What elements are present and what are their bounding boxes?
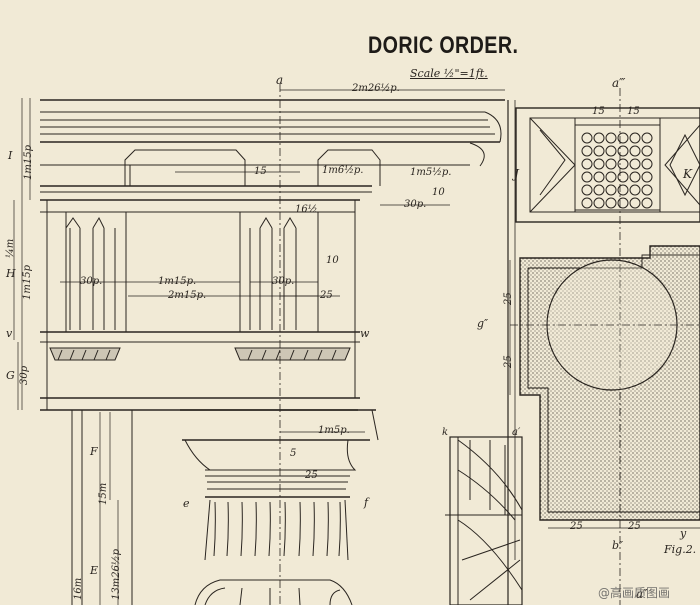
dim-bottom-25b: 25 [628,521,641,532]
triglyph-right [239,211,319,333]
capital [180,409,379,498]
axis-k: k [442,427,449,438]
dim-triglyph-30a: 30p. [80,276,103,287]
label-F: F [90,445,98,458]
label-I: I [8,149,13,162]
axis-a-double: a″ [636,587,648,601]
mutules [124,149,381,186]
soffit-roundels [581,132,653,209]
dim-coffer-15a: 15 [592,106,605,117]
dim-top-span: 2m26½p. [352,83,400,94]
axis-a-triple: a‴ [612,76,626,90]
axis-e: e [183,497,190,510]
axis-b: b″ [612,539,624,552]
dim-shaft-height: 13m26½p [111,548,122,600]
watermark: @高画质图画 [598,586,671,600]
shaft-fluting [194,499,353,605]
label-G: G [6,369,15,382]
dim-metope: 1m15p. [158,276,197,287]
dim-capital-25: 25 [305,470,318,481]
dim-arch-height: 30p [19,365,30,385]
horizontal-dimension-lines [60,89,505,477]
label-K: K [683,167,692,181]
dim-25-mid: 25 [320,290,333,301]
scale-label: Scale ½"=1ft. [410,67,488,80]
label-H: H [6,267,16,280]
axis-a-top: a [276,73,284,87]
abacus-plan [509,245,700,529]
triglyph-left [65,211,127,333]
dim-mutule-b: 1m5½p. [410,167,452,178]
label-J: J [514,167,519,181]
soffit-plan [515,107,700,223]
dim-shaft-total: 16m [73,577,84,600]
section-detail [445,436,523,605]
guttae [49,347,351,361]
dim-cornice-height: 1m15p [23,145,34,180]
dim-cap-height: 15m [98,482,109,505]
axis-g: g″ [477,317,489,330]
dim-16: 16½ [295,204,318,215]
dim-panel-25a: 25 [503,292,514,305]
axis-f: f [364,496,369,509]
page-title: DORIC ORDER. [368,32,519,59]
dim-coffer-15b: 15 [627,106,640,117]
dim-panel-25b: 25 [503,355,514,368]
dim-capital-1m5: 1m5p. [318,425,350,436]
column-left-outline [71,410,133,605]
dim-capital-5: 5 [290,448,297,459]
axis-w: w [360,327,370,340]
frieze-architrave [40,199,360,411]
label-E: E [90,564,99,577]
dim-frieze-quarter: ¼m [5,238,16,258]
dim-span-2m15: 2m15p. [168,290,207,301]
axis-y: y [680,527,687,540]
dim-cornice-15: 15 [254,166,267,177]
dim-10: 10 [432,187,445,198]
dim-30p-right: 30p. [404,199,427,210]
cornice [40,99,505,193]
vertical-dimension-lines [13,98,119,605]
axis-v: v [6,327,13,340]
dim-mutule-a: 1m6½p. [322,165,364,176]
axis-a-prime: a′ [512,427,521,438]
dim-bottom-25a: 25 [570,521,583,532]
dim-triglyph-30b: 30p. [272,276,295,287]
dim-10-mid: 10 [326,255,339,266]
dim-frieze-height: 1m15p [22,265,33,300]
fig-label: Fig.2. [664,543,697,556]
